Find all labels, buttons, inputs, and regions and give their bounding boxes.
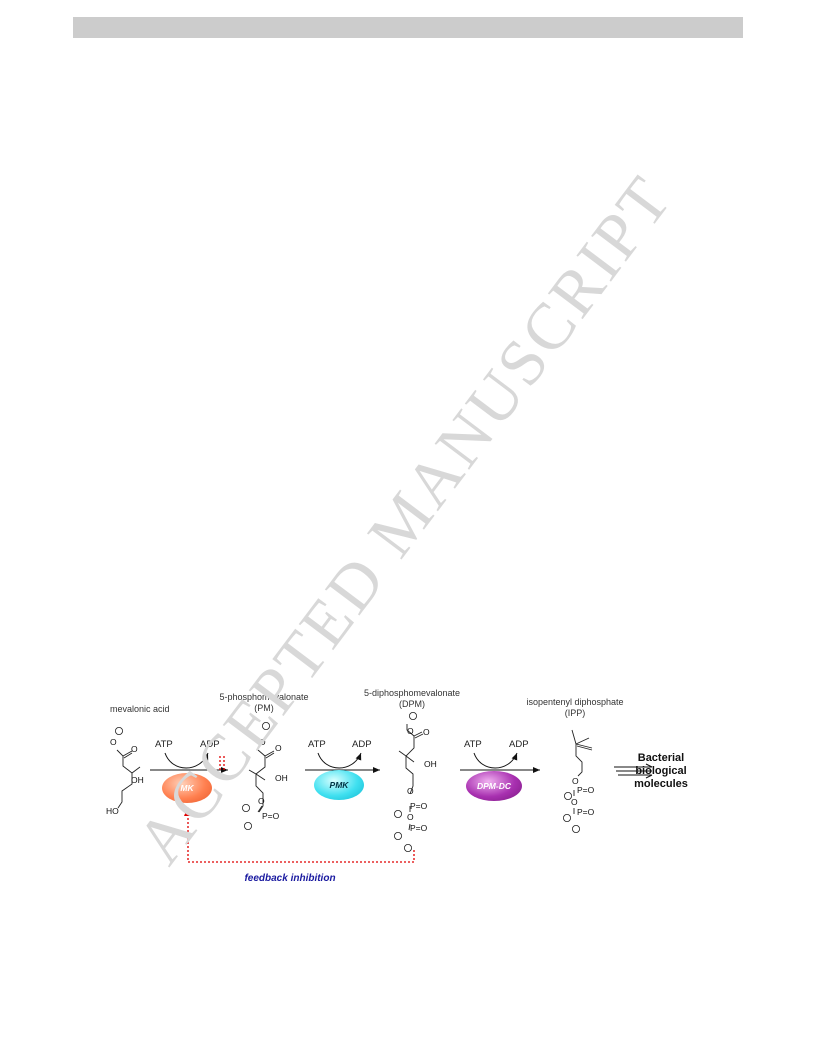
pm-skeleton	[255, 749, 266, 813]
adp-label-1: ADP	[200, 739, 220, 750]
atom-o-dpm-2: O	[423, 727, 430, 737]
compound-label-dpm: 5-diphosphomevalonate	[363, 688, 461, 698]
atom-o-ipp-2: O	[571, 797, 578, 807]
atom-o-pm-2: O	[275, 743, 282, 753]
enzyme-dpm-dc: DPM-DC	[466, 771, 522, 801]
atom-oh-mev: OH	[131, 775, 144, 785]
product-label: Bacterial biological molecules	[634, 752, 688, 791]
multistep-arrow	[614, 766, 652, 776]
product-line-1: Bacterial	[637, 752, 685, 764]
atom-o-dpm-3: O	[407, 786, 414, 796]
header-bar	[73, 17, 743, 38]
atp-label-2: ATP	[308, 739, 326, 750]
atom-po-pm: P=O	[262, 811, 280, 821]
compound-label-pm: 5-phosphomevalonate	[219, 692, 309, 702]
ipp-skeleton	[571, 729, 583, 777]
atom-o-dpm-1: O	[407, 726, 414, 736]
compound-abbr-pm: (PM)	[254, 703, 274, 713]
atom-oh-pm: OH	[275, 773, 288, 783]
atom-oh-dpm: OH	[424, 759, 437, 769]
atom-po-ipp-2: P=O	[577, 807, 595, 817]
compound-abbr-ipp: (IPP)	[564, 708, 586, 718]
atp-label-1: ATP	[155, 739, 173, 750]
cofactor-loop-3	[473, 752, 518, 769]
adp-label-3: ADP	[509, 739, 529, 750]
compound-abbr-dpm: (DPM)	[399, 699, 425, 709]
atom-o-mev-1: O	[110, 737, 117, 747]
enzyme-pmk: PMK	[314, 770, 364, 800]
compound-label-mevalonic-acid: mevalonic acid	[110, 704, 170, 714]
mevalonate-skeleton	[116, 749, 133, 809]
feedback-inhibition-label: feedback inhibition	[244, 873, 336, 884]
atom-po-dpm-1: P=O	[410, 801, 428, 811]
atom-o-pm-1: O	[259, 737, 266, 747]
inhibition-bar	[219, 756, 225, 772]
atom-o-pm-3: O	[258, 796, 265, 806]
adp-label-2: ADP	[352, 739, 372, 750]
atp-label-3: ATP	[464, 739, 482, 750]
product-line-3: molecules	[634, 778, 688, 790]
atom-o-ipp-1: O	[572, 776, 579, 786]
product-line-2: biological	[635, 765, 687, 777]
atom-o-dpm-4: O	[407, 812, 414, 822]
atom-o-mev-2: O	[131, 744, 138, 754]
cofactor-loop-2	[317, 752, 362, 769]
compound-label-ipp: isopentenyl diphosphate	[526, 697, 624, 707]
atom-po-dpm-2: P=O	[410, 823, 428, 833]
enzyme-mk: MK	[162, 773, 212, 803]
cofactor-loop-1	[164, 752, 209, 769]
feedback-line	[184, 807, 415, 863]
atom-po-ipp-1: P=O	[577, 785, 595, 795]
atom-ho-mev: HO	[106, 806, 119, 816]
